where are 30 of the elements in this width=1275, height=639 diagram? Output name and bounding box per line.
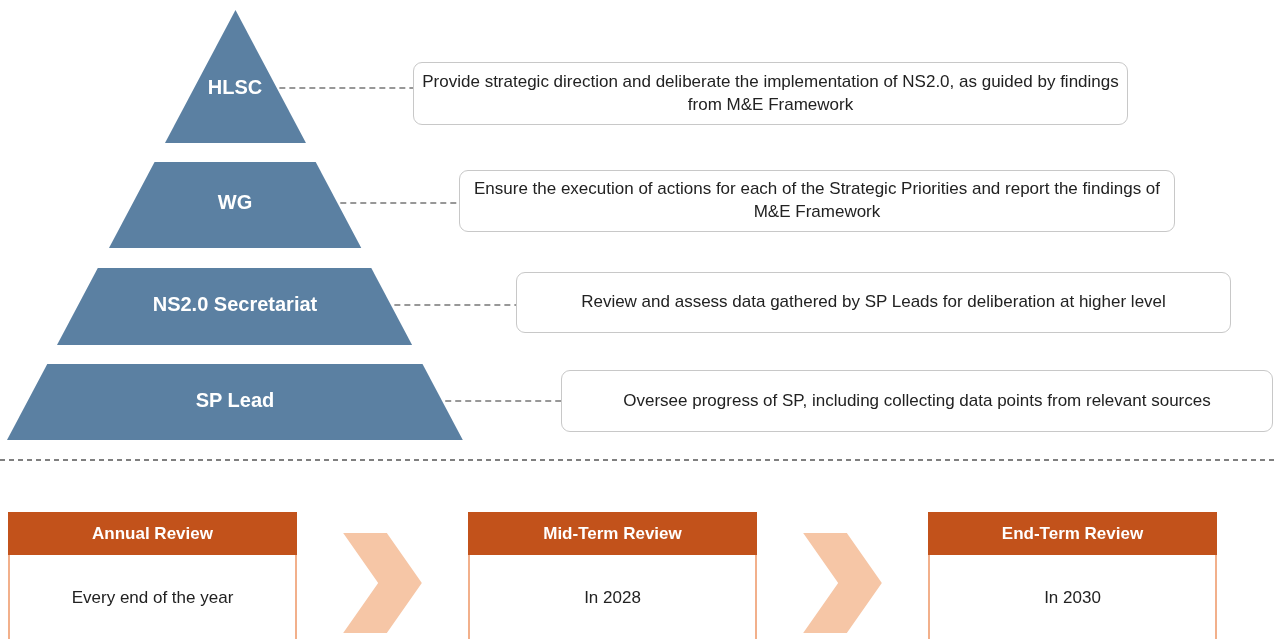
card-text: In 2028 bbox=[584, 587, 641, 608]
pyramid-tier bbox=[164, 10, 306, 143]
connector-line bbox=[393, 304, 517, 306]
description-text: Ensure the execution of actions for each of the Strategic Priorities and report the findings of M&E Framework bbox=[472, 178, 1162, 223]
description-box bbox=[561, 370, 1273, 432]
pyramid-tier bbox=[7, 364, 463, 440]
pyramid-tier bbox=[57, 268, 413, 345]
description-box bbox=[516, 272, 1231, 333]
review-card bbox=[928, 512, 1217, 639]
card-text: Every end of the year bbox=[71, 587, 234, 608]
description-box bbox=[413, 62, 1128, 125]
review-card bbox=[8, 512, 297, 639]
card-header: Annual Review bbox=[8, 512, 297, 555]
pyramid-tier bbox=[108, 162, 362, 248]
tier-label: WG bbox=[216, 191, 254, 214]
description-text: Review and assess data gathered by SP Leads for deliberation at higher level bbox=[580, 291, 1167, 314]
tier-label: SP Lead bbox=[194, 389, 276, 412]
chevron-arrow bbox=[343, 533, 422, 633]
card-header: End-Term Review bbox=[928, 512, 1217, 555]
card-text: In 2030 bbox=[1044, 587, 1101, 608]
description-text: Oversee progress of SP, including collecting data points from relevant sources bbox=[622, 389, 1212, 412]
connector-line bbox=[278, 87, 414, 89]
description-box bbox=[459, 170, 1175, 232]
chevron-arrow bbox=[803, 533, 882, 633]
card-header: Mid-Term Review bbox=[468, 512, 757, 555]
connector-line bbox=[444, 400, 562, 402]
description-text: Provide strategic direction and deliberate the implementation of NS2.0, as guided by findings from M&E Framework bbox=[421, 70, 1120, 116]
review-card bbox=[468, 512, 757, 639]
tier-label: HLSC bbox=[206, 76, 264, 99]
tier-label: NS2.0 Secretariat bbox=[151, 293, 319, 316]
